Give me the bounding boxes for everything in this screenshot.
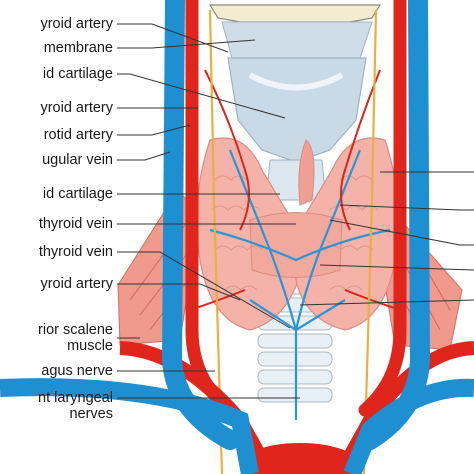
label-anterior-scalene-muscle: rior scalene muscle [38, 322, 113, 354]
label-inferior-thyroid-artery-upper: yroid artery [40, 100, 113, 116]
leader-inferior-thyroid-artery-lower [117, 283, 241, 301]
label-recurrent-laryngeal-nerves: nt laryngeal nerves [38, 390, 113, 422]
right-vagus-nerve [362, 9, 378, 474]
label-thyrohyoid-membrane: membrane [43, 40, 113, 56]
right-common-carotid-artery [358, 0, 407, 417]
left-brachiocephalic-vein [0, 378, 259, 474]
pyramidal-lobe [298, 139, 315, 206]
thyroid-artery-branches [189, 69, 401, 311]
leader-internal-jugular-vein [117, 151, 171, 161]
label-cricoid-cartilage: id cartilage [42, 186, 113, 202]
leader-right-3 [329, 219, 474, 246]
thyroid-vein-network [209, 149, 391, 420]
hyoid-bone [208, 4, 382, 23]
aortic-arch [240, 443, 360, 474]
label-superior-thyroid-artery: yroid artery [40, 16, 113, 32]
leader-lines-left [117, 23, 300, 399]
left-vagus-nerve [208, 9, 224, 474]
label-inferior-thyroid-vein: thyroid vein [38, 244, 113, 260]
thyrohyoid-membrane [221, 21, 373, 59]
leader-thyroid-cartilage [117, 73, 286, 119]
leader-right-4 [319, 264, 474, 271]
leader-common-carotid-artery [117, 124, 191, 136]
leader-right-5 [299, 299, 474, 306]
leader-right-2 [339, 204, 474, 211]
thyroid-cartilage [227, 57, 367, 163]
leader-superior-thyroid-artery [117, 23, 229, 53]
label-internal-jugular-vein: ugular vein [42, 152, 113, 168]
leader-inferior-thyroid-vein [117, 251, 291, 329]
label-common-carotid-artery: rotid artery [43, 127, 113, 143]
cartilage-highlight [248, 72, 344, 91]
label-inferior-thyroid-artery-lower: yroid artery [40, 276, 113, 292]
thyroid-isthmus [249, 212, 343, 278]
label-middle-thyroid-vein: thyroid vein [38, 216, 113, 232]
label-vagus-nerve: agus nerve [41, 363, 113, 379]
leader-lines-right [299, 171, 474, 306]
label-thyroid-cartilage: id cartilage [42, 66, 113, 82]
leader-thyrohyoid-membrane [117, 39, 256, 49]
right-brachiocephalic-vein [343, 378, 474, 474]
